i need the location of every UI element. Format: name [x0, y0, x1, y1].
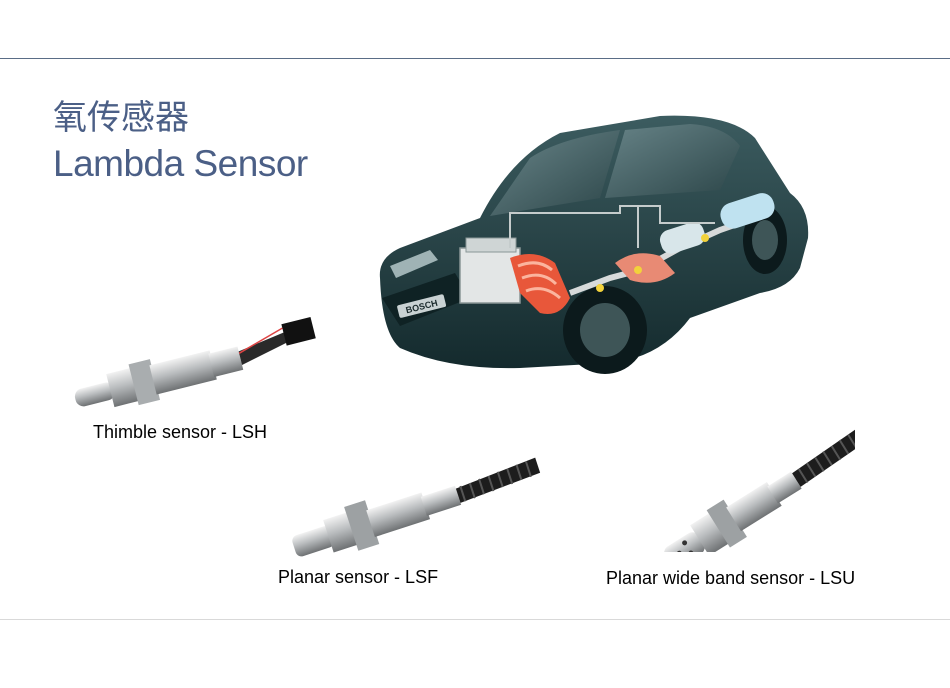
caption-lsf: Planar sensor - LSF	[278, 567, 439, 587]
car-cutaway-image: BOSCH	[379, 115, 809, 374]
caption-lsu: Planar wide band sensor - LSU	[606, 568, 856, 588]
slide-title: 氧传感器 Lambda Sensor	[53, 96, 308, 188]
title-chinese: 氧传感器	[53, 98, 189, 138]
wideband-sensor-image	[664, 424, 855, 552]
title-english: Lambda Sensor	[53, 143, 308, 184]
footer-rule	[0, 619, 950, 620]
thimble-sensor-image	[74, 316, 316, 408]
header-rule	[0, 58, 950, 59]
planar-sensor-image	[292, 457, 541, 557]
caption-lsh: Thimble sensor - LSH	[93, 422, 268, 442]
